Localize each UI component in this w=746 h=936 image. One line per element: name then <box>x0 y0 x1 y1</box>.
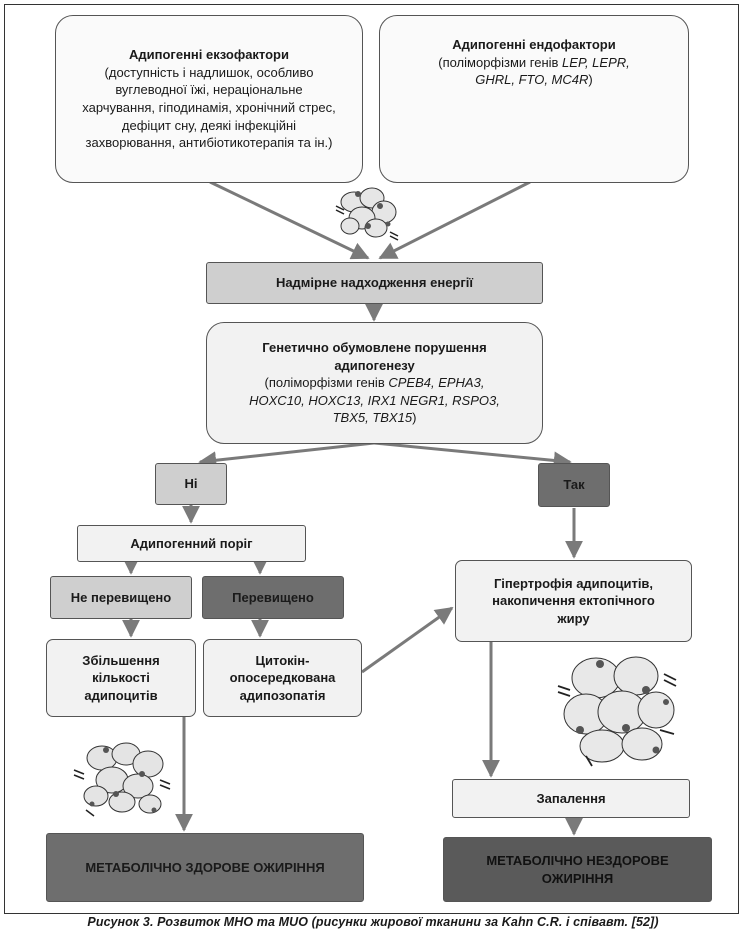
not-exceeded-box: Не перевищено <box>50 576 192 619</box>
increase-line-3: адипоцитів <box>84 687 158 703</box>
exofactors-title: Адипогенні екзофактори <box>129 47 289 63</box>
exceeded-label: Перевищено <box>232 589 314 605</box>
metabolically-healthy-obesity-box: МЕТАБОЛІЧНО ЗДОРОВЕ ОЖИРІННЯ <box>46 833 364 902</box>
cytokine-adiposopathy-box: Цитокін- опосередкована адипозопатія <box>203 639 362 717</box>
hypertrophy-line-3: жиру <box>557 610 590 626</box>
exofactors-line-4: дефіцит сну, деякі інфекційні <box>121 117 297 133</box>
genetic-title-line-1: Генетично обумовлене порушення <box>262 340 487 356</box>
genetic-genes-line-2: HOXC10, HOXC13, IRX1 NEGR1, RSPO3, <box>249 392 500 408</box>
inflammation-label: Запалення <box>536 790 606 806</box>
cytokine-line-3: адипозопатія <box>239 687 326 703</box>
genetic-title-line-2: адипогенезу <box>334 357 415 373</box>
not-exceeded-label: Не перевищено <box>70 589 172 605</box>
adipose-cluster-normal-icon <box>73 742 171 817</box>
exofactors-line-5: захворювання, антибіотикотерапія та ін.) <box>85 135 333 151</box>
endofactors-genes-line-1: (поліморфізми генів LEP, LEPR, <box>438 54 630 70</box>
increase-line-2: кількості <box>92 670 150 686</box>
adipose-cluster-small-icon <box>335 187 399 241</box>
answer-no-box: Ні <box>155 463 227 505</box>
cytokine-line-2: опосередкована <box>229 670 336 686</box>
cytokine-line-1: Цитокін- <box>255 652 310 668</box>
hypertrophy-line-2: накопичення ектопічного <box>492 593 655 609</box>
unhealthy-obesity-line-1: МЕТАБОЛІЧНО НЕЗДОРОВЕ <box>486 852 669 868</box>
answer-yes-box: Так <box>538 463 610 507</box>
metabolically-unhealthy-obesity-box: МЕТАБОЛІЧНО НЕЗДОРОВЕ ОЖИРІННЯ <box>443 837 712 902</box>
endofactors-box: Адипогенні ендофактори (поліморфізми ген… <box>379 15 689 183</box>
exofactors-line-2: вуглеводної їжі, нераціональне <box>115 82 303 98</box>
answer-yes-label: Так <box>563 477 585 493</box>
arrow-exo-energy <box>209 180 370 260</box>
adipogenic-threshold-box: Адипогенний поріг <box>77 525 306 562</box>
hypertrophy-line-1: Гіпертрофія адипоцитів, <box>493 575 654 591</box>
hypertrophy-box: Гіпертрофія адипоцитів, накопичення екто… <box>455 560 692 642</box>
genetic-genes-line-3: TBX5, TBX15) <box>332 410 417 426</box>
exceeded-box: Перевищено <box>202 576 344 619</box>
arrow-cytokine-hypertrophy <box>361 606 454 674</box>
exofactors-line-1: (доступність і надлишок, особливо <box>104 64 314 80</box>
inflammation-box: Запалення <box>452 779 690 818</box>
healthy-obesity-label: МЕТАБОЛІЧНО ЗДОРОВЕ ОЖИРІННЯ <box>85 859 325 875</box>
exofactors-line-3: харчування, гіподинамія, хронічний стрес… <box>82 100 336 115</box>
answer-no-label: Ні <box>184 476 198 492</box>
genetic-adipogenesis-box: Генетично обумовлене порушення адипогене… <box>206 322 543 444</box>
adipocyte-count-increase-box: Збільшення кількості адипоцитів <box>46 639 196 717</box>
energy-excess-box: Надмірне надходження енергії <box>206 262 543 304</box>
endofactors-genes-line-2: GHRL, FTO, MC4R) <box>475 72 593 88</box>
adipogenic-threshold-label: Адипогенний поріг <box>130 535 253 551</box>
arrow-genetic-yes <box>373 441 572 470</box>
figure-caption: Рисунок 3. Розвиток МНО та МUО (рисунки … <box>87 915 659 929</box>
arrow-genetic-no <box>198 441 375 470</box>
increase-line-1: Збільшення <box>82 652 160 668</box>
genetic-genes-line-1: (поліморфізми генів CPEB4, EPHA3, <box>264 375 485 391</box>
exofactors-box: Адипогенні екзофактори (доступність і на… <box>55 15 363 183</box>
adipose-cluster-hypertrophic-icon <box>557 656 677 767</box>
arrow-endo-energy <box>378 180 531 260</box>
unhealthy-obesity-line-2: ОЖИРІННЯ <box>541 870 614 886</box>
endofactors-title: Адипогенні ендофактори <box>452 37 616 52</box>
energy-excess-label: Надмірне надходження енергії <box>275 275 474 291</box>
